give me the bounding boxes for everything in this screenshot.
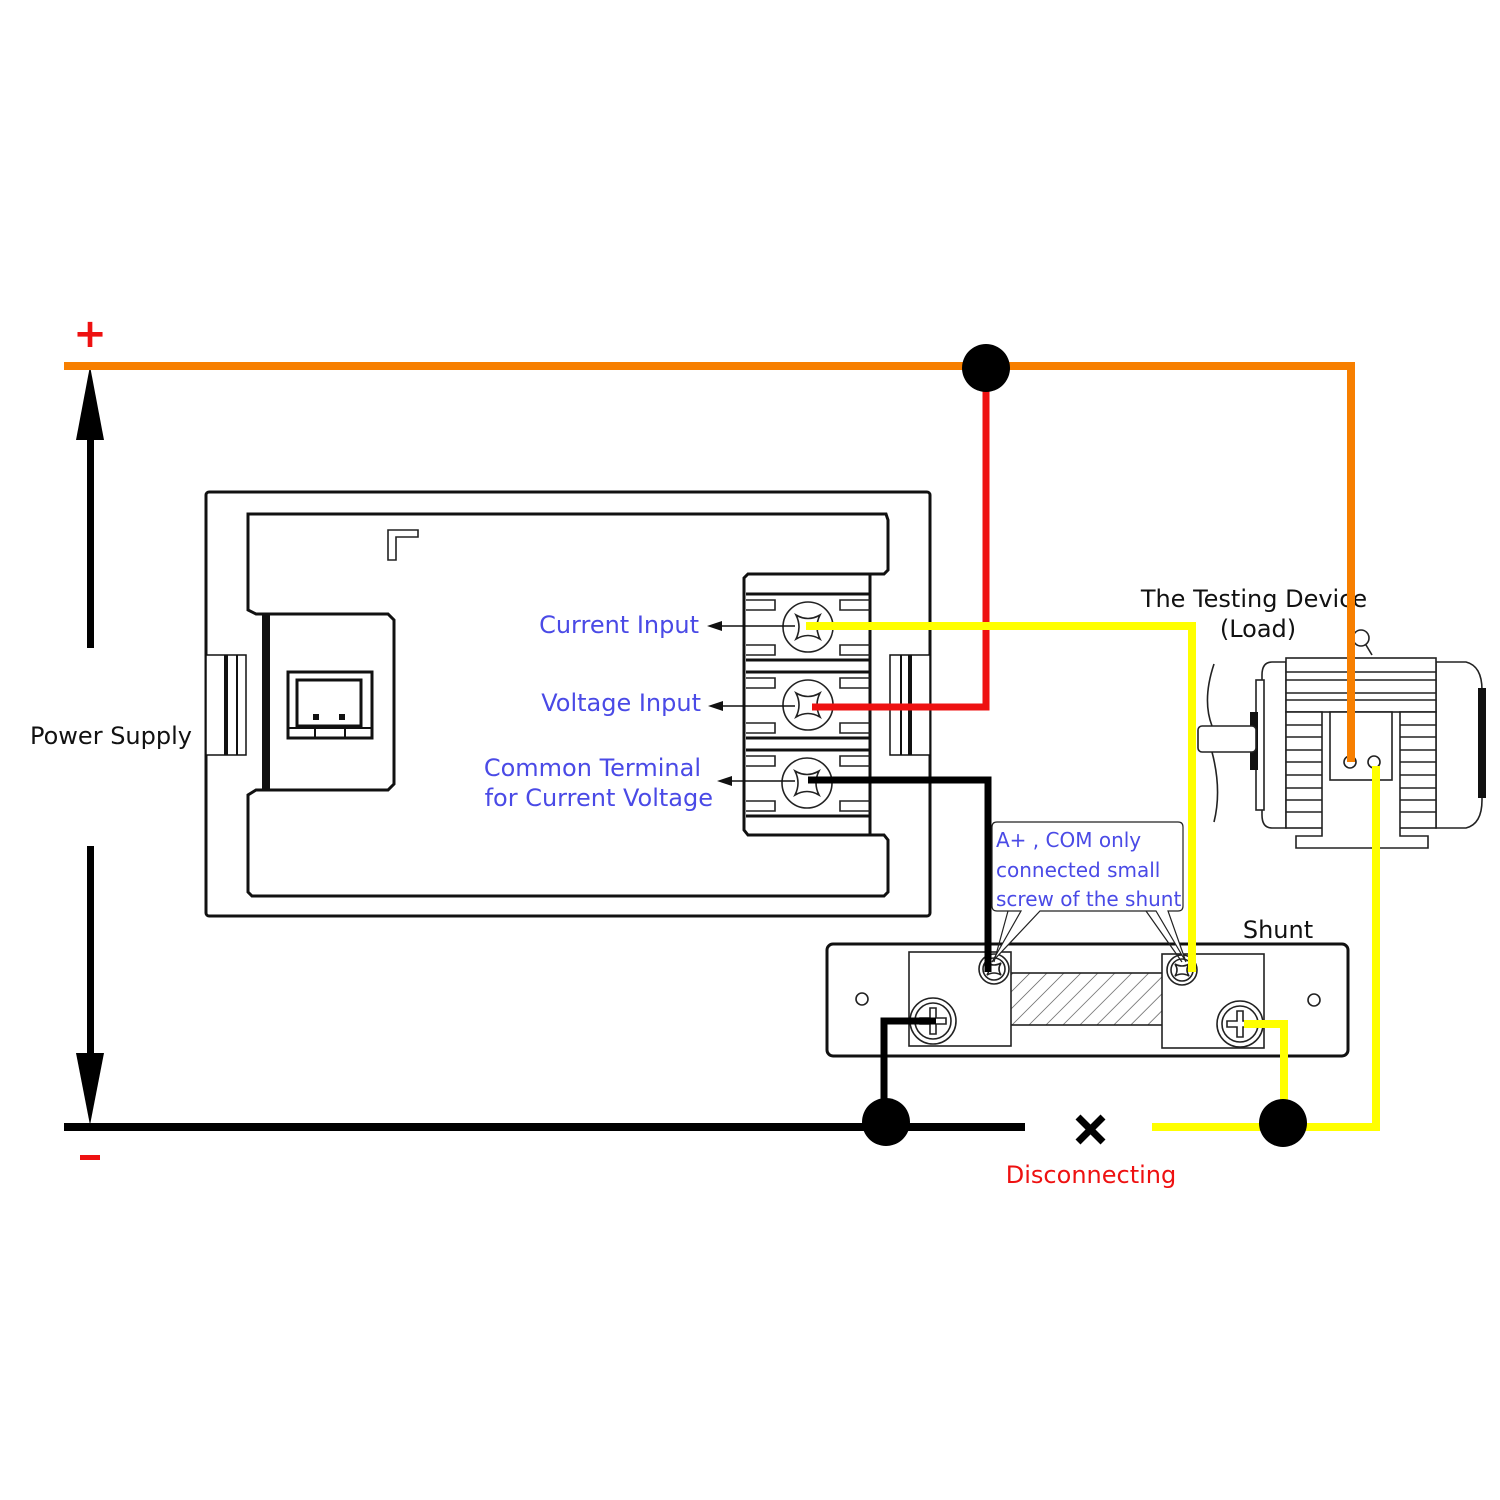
disconnecting-label: Disconnecting xyxy=(1006,1161,1176,1189)
voltage-input-label: Voltage Input xyxy=(541,689,701,717)
arrow-down-icon xyxy=(76,846,104,1125)
shunt xyxy=(825,942,1350,1058)
connector-icon xyxy=(286,670,374,740)
motor-icon xyxy=(1197,629,1486,849)
shunt-label: Shunt xyxy=(1243,916,1313,944)
junction-dot-icon xyxy=(1259,1099,1307,1147)
junction-dot-icon xyxy=(962,344,1010,392)
load-label: (Load) xyxy=(1220,615,1296,643)
current-wire xyxy=(806,622,1196,972)
plus-sign: + xyxy=(73,311,107,357)
power-supply-label: Power Supply xyxy=(30,722,192,750)
load-negative-wire xyxy=(1152,766,1380,1131)
shunt-load-wire xyxy=(1244,1020,1288,1127)
left-clip xyxy=(205,654,247,756)
note-line-1: A+ , COM only xyxy=(996,828,1141,852)
testing-device-label: The Testing Device xyxy=(1140,585,1367,613)
note-callout xyxy=(991,821,1187,963)
screw-terminal-icon xyxy=(782,679,834,731)
positive-bus-wire xyxy=(64,362,1355,762)
pointer-arrow-icon xyxy=(707,621,795,631)
common-terminal-label-2: for Current Voltage xyxy=(485,784,713,812)
shunt-negative-wire xyxy=(880,1017,936,1127)
minus-sign xyxy=(80,1155,100,1160)
pointer-arrow-icon xyxy=(717,776,795,786)
disconnect-x-icon xyxy=(1075,1114,1106,1145)
screw-terminal-icon xyxy=(781,757,833,809)
current-input-label: Current Input xyxy=(539,611,699,639)
pointer-arrow-icon xyxy=(708,701,795,711)
arrow-up-icon xyxy=(76,366,104,648)
common-terminal-label: Common Terminal xyxy=(484,754,701,782)
common-wire xyxy=(808,776,992,972)
meter xyxy=(204,490,932,918)
note-line-3: screw of the shunt xyxy=(996,887,1181,911)
note-line-2: connected small xyxy=(996,858,1160,882)
voltage-wire xyxy=(812,366,990,711)
corner-mark-icon xyxy=(387,529,419,561)
junction-dot-icon xyxy=(862,1098,910,1146)
